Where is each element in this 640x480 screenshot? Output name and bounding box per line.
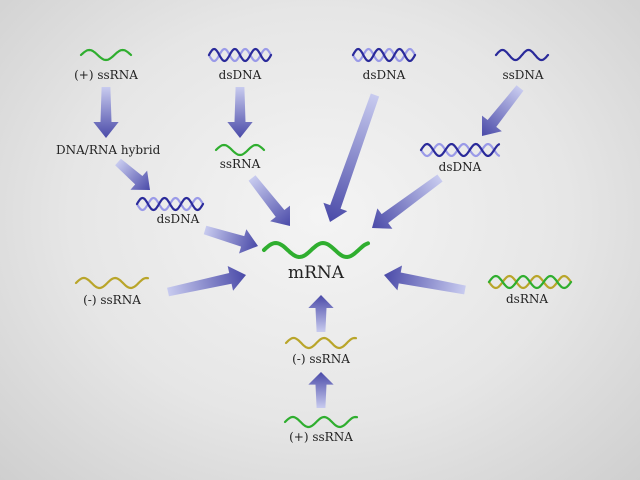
label-dsrna-right: dsRNA xyxy=(505,292,549,306)
arrow-dsdna-top2-to-mrna xyxy=(323,93,380,223)
wave-ssdna-top xyxy=(494,48,550,62)
arrow-dsdna-right-to-mrna xyxy=(372,174,443,229)
label-minus-ssrna-bottom: (-) ssRNA xyxy=(292,352,350,366)
arrow-minus-ssrna-bottom-to-mrna xyxy=(308,295,334,332)
arrow-ssrna-to-mrna xyxy=(248,175,291,227)
arrow-dsdna-top1-to-ssrna xyxy=(227,87,253,138)
arrow-ssdna-to-dsdna xyxy=(481,85,524,136)
arrow-dsdna-left-to-mrna xyxy=(203,225,258,254)
waves-layer xyxy=(74,47,573,429)
label-ssdna-top: ssDNA xyxy=(502,68,544,82)
label-dna-rna-hybrid: DNA/RNA hybrid xyxy=(56,143,161,157)
label-plus-ssrna-top: (+) ssRNA xyxy=(74,68,138,82)
wave-dsrna-right xyxy=(487,274,573,290)
wave-dsdna-top-1 xyxy=(207,47,273,63)
wave-plus-ssrna-bottom xyxy=(283,415,359,429)
label-dsdna-top-1: dsDNA xyxy=(218,68,262,82)
label-dsdna-left: dsDNA xyxy=(156,212,200,226)
wave-ssrna-mid xyxy=(214,143,266,157)
arrow-dsrna-to-mrna xyxy=(383,265,466,295)
arrows-layer xyxy=(93,85,524,408)
arrow-plus-ssrna-to-hybrid xyxy=(93,87,119,138)
wave-dsdna-right xyxy=(419,142,501,158)
label-ssrna-mid: ssRNA xyxy=(219,157,261,171)
wave-dsdna-left xyxy=(135,196,205,212)
wave-minus-ssrna-left xyxy=(74,276,150,290)
label-dsdna-right: dsDNA xyxy=(438,160,482,174)
wave-mrna xyxy=(262,240,370,260)
label-mrna: mRNA xyxy=(287,263,345,283)
label-dsdna-top-2: dsDNA xyxy=(362,68,406,82)
arrow-minus-ssrna-left-to-mrna xyxy=(167,266,246,297)
label-plus-ssrna-bottom: (+) ssRNA xyxy=(289,430,353,444)
arrow-hybrid-to-dsdna xyxy=(115,158,151,191)
label-minus-ssrna-left: (-) ssRNA xyxy=(83,293,141,307)
wave-dsdna-top-2 xyxy=(351,47,417,63)
wave-plus-ssrna-top xyxy=(79,48,133,62)
arrow-plus-ssrna-bottom-to-minus xyxy=(308,372,334,408)
wave-minus-ssrna-bottom xyxy=(284,336,358,350)
